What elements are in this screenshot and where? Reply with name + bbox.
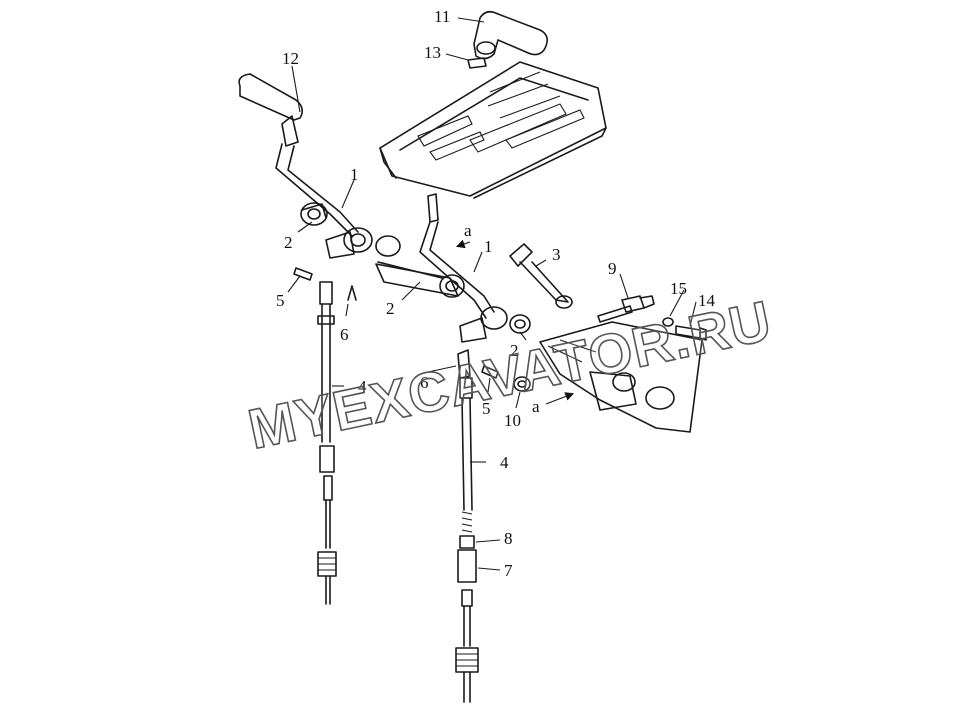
bolt-5-center (481, 365, 499, 379)
nut-10 (513, 376, 531, 392)
callout-2-left: 2 (284, 233, 293, 252)
callout-1-left: 1 (350, 165, 359, 184)
callout-14: 14 (698, 291, 716, 310)
callout-5-left: 5 (276, 291, 285, 310)
callout-13: 13 (424, 43, 441, 62)
callout-8: 8 (504, 529, 513, 548)
bolt-14 (675, 325, 707, 341)
callout-2-center: 2 (386, 299, 395, 318)
callout-1-center: 1 (484, 237, 493, 256)
rod-4-left (317, 281, 337, 605)
washer-15 (662, 317, 674, 327)
callout-4-left: 4 (358, 377, 367, 396)
callout-6-center: 6 (420, 373, 429, 392)
callout-ref-a-top: a (464, 221, 472, 240)
callout-labels: 11 13 12 1 2 5 6 4 2 a 1 3 9 15 14 2 6 5… (276, 7, 716, 580)
lever-1-center (419, 193, 508, 343)
lever-12 (238, 73, 373, 259)
callout-ref-a-bottom: a (532, 397, 540, 416)
nut-8 (459, 535, 475, 549)
clip-6-left (347, 285, 357, 301)
lever-3 (509, 243, 573, 309)
callout-15: 15 (670, 279, 687, 298)
bushing-2-center (375, 235, 465, 298)
callout-7: 7 (504, 561, 513, 580)
leader-lines (287, 17, 697, 571)
callout-10: 10 (504, 411, 521, 430)
cable-center (455, 589, 479, 703)
bushing-2-left (300, 202, 328, 226)
knob-11 (473, 10, 548, 60)
fitting-9 (621, 295, 655, 313)
console-cover (379, 61, 607, 199)
bushing-2-right (509, 314, 531, 334)
callout-4-center: 4 (500, 453, 509, 472)
callout-3: 3 (552, 245, 561, 264)
clip-6-center (457, 349, 471, 379)
callout-11: 11 (434, 7, 450, 26)
collar-13 (467, 57, 487, 69)
callout-5-center: 5 (482, 399, 491, 418)
callout-12: 12 (282, 49, 299, 68)
bolt-5-left (293, 267, 313, 281)
bracket (539, 305, 703, 433)
callout-6-left: 6 (340, 325, 349, 344)
callout-2-right: 2 (510, 341, 519, 360)
sleeve-7 (457, 549, 477, 583)
callout-9: 9 (608, 259, 617, 278)
rod-4-center (459, 377, 473, 533)
